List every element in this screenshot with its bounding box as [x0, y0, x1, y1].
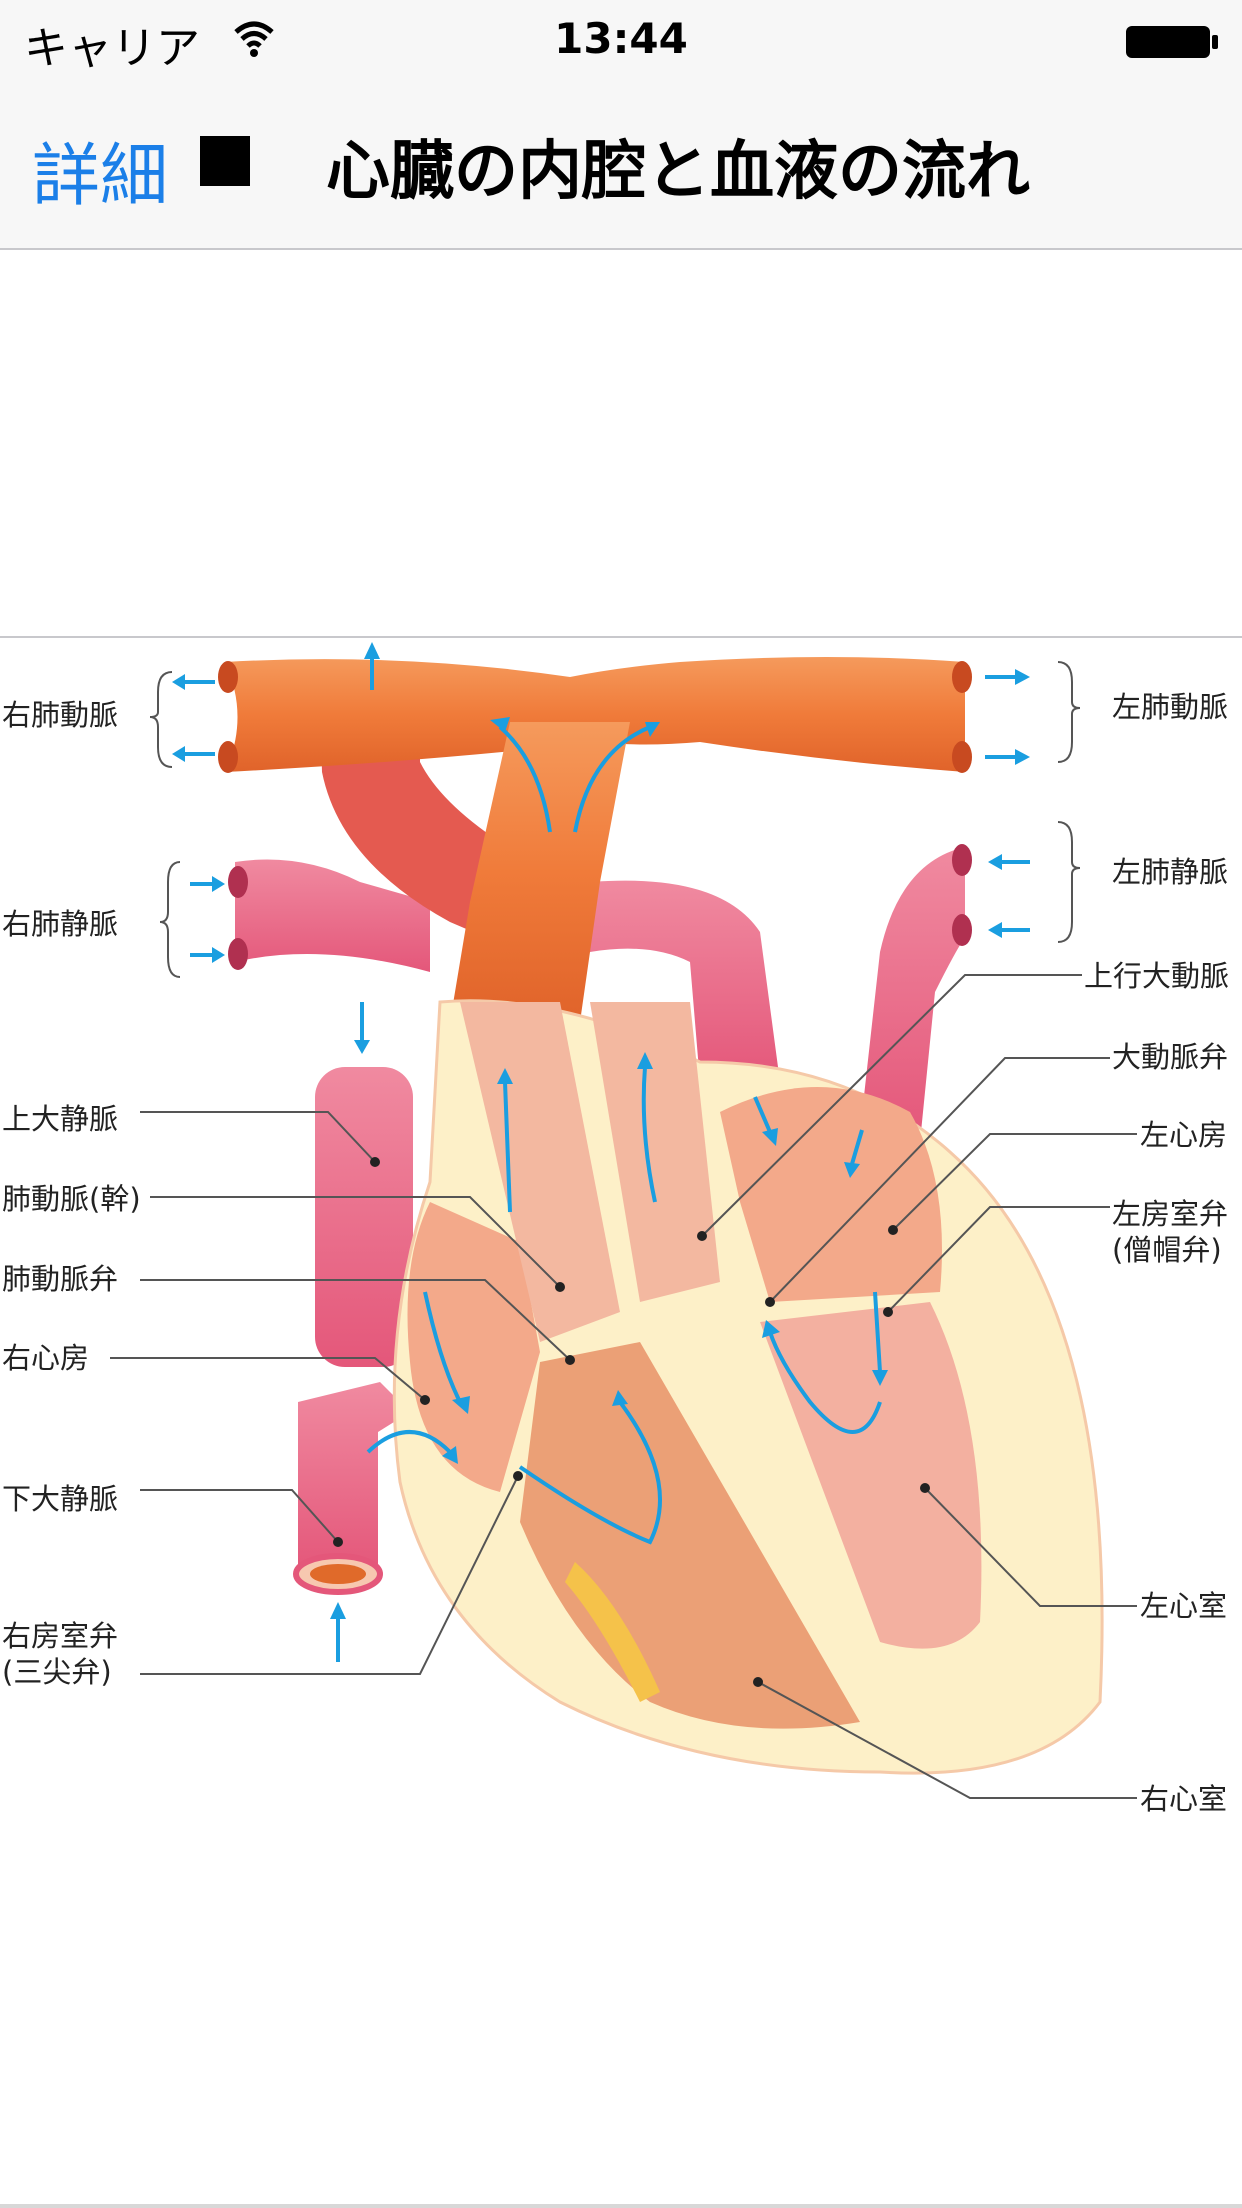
- label-left-pulmonary-artery: 左肺動脈: [1112, 690, 1228, 724]
- label-mitral-valve: 左房室弁: [1112, 1197, 1228, 1231]
- carrier-name: キャリア: [24, 23, 200, 74]
- label-mitral-valve-sub: (僧帽弁): [1112, 1233, 1222, 1267]
- pulmonary-trunk-lumen: [460, 1002, 620, 1342]
- status-bar: キャリア 13:44: [0, 0, 1242, 80]
- label-left-ventricle: 左心室: [1140, 1589, 1227, 1623]
- right-atrium-chamber: [407, 1202, 540, 1492]
- label-left-pulmonary-vein: 左肺静脈: [1112, 855, 1228, 889]
- black-square-icon: [200, 136, 250, 186]
- label-right-atrium: 右心房: [2, 1341, 89, 1375]
- wifi-icon: [234, 21, 274, 57]
- leader-lines: [110, 661, 1137, 1799]
- pulmonary-artery-branches: [225, 657, 965, 772]
- heart-illustration: 右肺動脈 右肺静脈 上大静脈 肺動脈(幹) 肺動脈弁 右心房 下大静脈 右房室弁…: [2, 642, 1229, 1816]
- pulmonary-trunk-vessel: [450, 722, 630, 1022]
- bottom-divider: [0, 2204, 1242, 2208]
- label-right-ventricle: 右心室: [1140, 1782, 1227, 1816]
- status-time: 13:44: [554, 14, 688, 63]
- label-aortic-valve: 大動脈弁: [1112, 1040, 1228, 1074]
- left-pulmonary-veins: [860, 847, 965, 1142]
- label-right-pulmonary-artery: 右肺動脈: [2, 698, 118, 732]
- navigation-bar: 詳細 心臓の内腔と血液の流れ: [0, 80, 1242, 250]
- label-right-pulmonary-vein: 右肺静脈: [2, 907, 118, 941]
- label-tricuspid-valve-sub: (三尖弁): [2, 1655, 112, 1689]
- label-superior-vena-cava: 上大静脈: [2, 1102, 118, 1136]
- left-ventricle-chamber: [760, 1302, 982, 1649]
- right-pulmonary-veins: [235, 859, 430, 972]
- label-left-atrium: 左心房: [1140, 1118, 1227, 1152]
- interventricular-septum: [720, 1302, 880, 1702]
- label-pulmonary-trunk: 肺動脈(幹): [2, 1182, 141, 1216]
- superior-vena-cava-vessel: [315, 1067, 413, 1367]
- label-ascending-aorta: 上行大動脈: [1084, 959, 1229, 993]
- label-pulmonary-valve: 肺動脈弁: [2, 1262, 118, 1296]
- inferior-vena-cava-vessel: [298, 1382, 410, 1572]
- battery-full-icon: [1126, 26, 1218, 58]
- heart-diagram: 右肺動脈 右肺静脈 上大静脈 肺動脈(幹) 肺動脈弁 右心房 下大静脈 右房室弁…: [0, 636, 1242, 1826]
- page-title: 心臓の内腔と血液の流れ: [326, 135, 1030, 209]
- back-button[interactable]: 詳細: [32, 137, 169, 216]
- blood-flow-arrows: [172, 642, 1030, 1662]
- label-tricuspid-valve: 右房室弁: [2, 1619, 118, 1653]
- ascending-aorta-lumen: [590, 1002, 720, 1302]
- label-inferior-vena-cava: 下大静脈: [2, 1482, 118, 1516]
